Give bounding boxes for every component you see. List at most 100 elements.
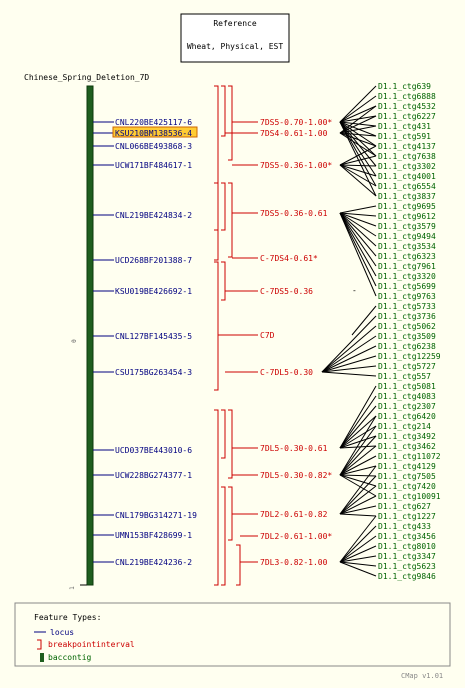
locus-item[interactable]: KSU210BM138536-4 <box>93 126 198 138</box>
contig-label[interactable]: D1.1_ctg7505 <box>378 472 436 481</box>
interval-item[interactable]: 7DS5-0.36-1.00* <box>232 161 332 170</box>
interval-item[interactable]: 7DS4-0.61-1.00 <box>225 129 328 138</box>
locus-label[interactable]: CNL219BE424236-2 <box>115 558 192 567</box>
interval-label[interactable]: 7DS5-0.70-1.00* <box>260 118 332 127</box>
locus-label[interactable]: CNL066BE493868-3 <box>115 142 192 151</box>
locus-item[interactable]: CNL179BG314271-19 <box>93 511 197 520</box>
contig-label[interactable]: D1.1_ctg6238 <box>378 342 436 351</box>
contig-label[interactable]: D1.1_ctg3736 <box>378 312 436 321</box>
interval-label[interactable]: 7DS4-0.61-1.00 <box>260 129 328 138</box>
interval-label[interactable]: 7DS5-0.36-1.00* <box>260 161 332 170</box>
contig-label[interactable]: D1.1_ctg4532 <box>378 102 436 111</box>
contig-label[interactable]: D1.1_ctg12259 <box>378 352 441 361</box>
interval-bracket[interactable] <box>221 261 226 301</box>
interval-item[interactable]: 7DL2-0.61-0.82 <box>232 510 328 519</box>
contig-label[interactable]: D1.1_ctg3302 <box>378 162 436 171</box>
contig-label[interactable]: D1.1_ctg9846 <box>378 572 436 581</box>
locus-item[interactable]: CSU175BG263454-3 <box>93 368 192 377</box>
interval-bracket[interactable] <box>221 85 226 137</box>
contig-label[interactable]: D1.1_ctg2307 <box>378 402 436 411</box>
interval-bracket[interactable] <box>214 182 219 261</box>
interval-label[interactable]: 7DL5-0.30-0.82* <box>260 471 332 480</box>
locus-label[interactable]: UCW171BF484617-1 <box>115 161 192 170</box>
interval-item[interactable]: C-7DL5-0.30 <box>225 368 313 377</box>
interval-item[interactable]: 7DS5-0.70-1.00* <box>232 118 332 127</box>
interval-item[interactable]: C7D <box>218 331 275 340</box>
interval-bracket[interactable] <box>228 409 233 479</box>
interval-bracket[interactable] <box>214 409 219 586</box>
contig-label[interactable]: D1.1_ctg627 <box>378 502 431 511</box>
locus-label[interactable]: KSU019BE426692-1 <box>115 287 192 296</box>
contig-label[interactable]: D1.1_ctg6227 <box>378 112 436 121</box>
interval-label[interactable]: C-7DS5-0.36 <box>260 287 313 296</box>
locus-label[interactable]: CSU175BG263454-3 <box>115 368 192 377</box>
contig-label[interactable]: D1.1_ctg5733 <box>378 302 436 311</box>
locus-label[interactable]: KSU210BM138536-4 <box>115 129 192 138</box>
contig-label[interactable]: D1.1_ctg6554 <box>378 182 436 191</box>
contig-label[interactable]: D1.1_ctg639 <box>378 82 431 91</box>
interval-bracket[interactable] <box>221 409 226 459</box>
contig-label[interactable]: D1.1_ctg5727 <box>378 362 436 371</box>
locus-item[interactable]: UCD037BE443010-6 <box>93 446 192 455</box>
contig-label[interactable]: D1.1_ctg9612 <box>378 212 436 221</box>
contig-label[interactable]: D1.1_ctg557 <box>378 372 431 381</box>
contig-label[interactable]: D1.1_ctg10091 <box>378 492 441 501</box>
interval-label[interactable]: 7DL2-0.61-0.82 <box>260 510 328 519</box>
reference-box[interactable]: Reference Wheat, Physical, EST <box>180 13 290 63</box>
locus-label[interactable]: CNL220BE425117-6 <box>115 118 192 127</box>
contig-label[interactable]: D1.1_ctg6888 <box>378 92 436 101</box>
contig-label[interactable]: D1.1_ctg3492 <box>378 432 436 441</box>
interval-bracket[interactable] <box>214 85 219 231</box>
contig-label[interactable]: D1.1_ctg3534 <box>378 242 436 251</box>
contig-label[interactable]: D1.1_ctg431 <box>378 122 431 131</box>
contig-label[interactable]: D1.1_ctg5062 <box>378 322 436 331</box>
locus-label[interactable]: CNL127BF145435-5 <box>115 332 192 341</box>
contig-label[interactable]: D1.1_ctg1227 <box>378 512 436 521</box>
locus-item[interactable]: UCW228BG274377-1 <box>93 471 192 480</box>
contig-label[interactable]: D1.1_ctg591 <box>378 132 431 141</box>
contig-label[interactable]: D1.1_ctg4083 <box>378 392 436 401</box>
interval-bracket[interactable] <box>228 85 233 161</box>
contig-label[interactable]: D1.1_ctg6323 <box>378 252 436 261</box>
contig-label[interactable]: D1.1_ctg433 <box>378 522 431 531</box>
contig-label[interactable]: D1.1_ctg9494 <box>378 232 436 241</box>
interval-label[interactable]: C-7DS4-0.61* <box>260 254 318 263</box>
contig-label[interactable]: D1.1_ctg214 <box>378 422 431 431</box>
contig-label[interactable]: D1.1_ctg9695 <box>378 202 436 211</box>
contig-label[interactable]: D1.1_ctg5081 <box>378 382 436 391</box>
locus-item[interactable]: KSU019BE426692-1 <box>93 287 192 296</box>
locus-label[interactable]: UCD037BE443010-6 <box>115 446 192 455</box>
contig-label[interactable]: D1.1_ctg4137 <box>378 142 436 151</box>
interval-item[interactable]: 7DS5-0.36-0.61 <box>232 209 328 218</box>
locus-item[interactable]: CNL220BE425117-6 <box>93 118 192 127</box>
contig-label[interactable]: D1.1_ctg3509 <box>378 332 436 341</box>
locus-item[interactable]: UCW171BF484617-1 <box>93 161 192 170</box>
contig-label[interactable]: D1.1_ctg3456 <box>378 532 436 541</box>
interval-bracket[interactable] <box>221 486 226 586</box>
interval-item[interactable]: C-7DS5-0.36 <box>225 287 313 296</box>
contig-label[interactable]: D1.1_ctg8010 <box>378 542 436 551</box>
interval-bracket[interactable] <box>236 544 241 586</box>
contig-label[interactable]: D1.1_ctg4001 <box>378 172 436 181</box>
contig-label[interactable]: D1.1_ctg7961 <box>378 262 436 271</box>
interval-label[interactable]: 7DL3-0.82-1.00 <box>260 558 328 567</box>
interval-label[interactable]: C-7DL5-0.30 <box>260 368 313 377</box>
interval-item[interactable]: 7DL3-0.82-1.00 <box>240 558 328 567</box>
contig-label[interactable]: D1.1_ctg3320 <box>378 272 436 281</box>
contig-label[interactable]: D1.1_ctg7420 <box>378 482 436 491</box>
contig-label[interactable]: D1.1_ctg5699 <box>378 282 436 291</box>
interval-item[interactable]: 7DL5-0.30-0.82* <box>232 471 332 480</box>
locus-item[interactable]: CNL219BE424236-2 <box>93 558 192 567</box>
map-title[interactable]: Chinese_Spring_Deletion_7D <box>24 73 149 82</box>
interval-label[interactable]: 7DL5-0.30-0.61 <box>260 444 328 453</box>
interval-bracket[interactable] <box>221 182 226 231</box>
interval-label[interactable]: C7D <box>260 331 275 340</box>
contig-label[interactable]: D1.1_ctg11072 <box>378 452 441 461</box>
locus-label[interactable]: CNL219BE424834-2 <box>115 211 192 220</box>
locus-label[interactable]: UCD268BF201388-7 <box>115 256 192 265</box>
contig-label[interactable]: D1.1_ctg3462 <box>378 442 436 451</box>
locus-label[interactable]: UMN153BF428699-1 <box>115 531 192 540</box>
interval-item[interactable]: 7DL2-0.61-1.00* <box>240 532 332 541</box>
contig-label[interactable]: D1.1_ctg9763 <box>378 292 436 301</box>
locus-item[interactable]: UCD268BF201388-7 <box>93 256 192 265</box>
